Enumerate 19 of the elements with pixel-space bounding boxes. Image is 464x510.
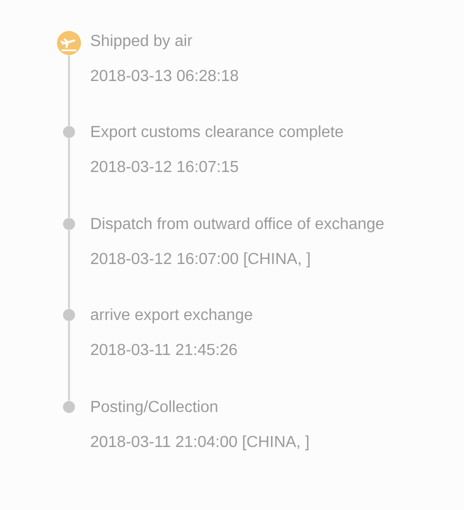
timeline-dot [63,218,75,230]
status-text: arrive export exchange [90,308,252,324]
timeline-dot [63,401,75,413]
timeline-dot [63,309,75,321]
status-text: Export customs clearance complete [92,125,343,140]
timeline-line [68,55,70,126]
status-text: Posting/Collection [92,400,218,416]
timeline-line [68,230,70,309]
timeline-dot [63,126,75,138]
timestamp-text: 2018-03-13 06:28:18 [91,70,238,82]
timestamp-text: 2018-03-12 16:07:15 [91,160,238,172]
timestamp-text: 2018-03-12 16:07:00 [CHINA, ] [91,252,310,268]
plane-icon [57,31,81,55]
timeline-line [68,138,70,218]
timestamp-text: 2018-03-11 21:04:00 [CHINA, ] [91,435,308,450]
timestamp-text: 2018-03-11 21:45:26 [91,344,237,356]
status-text: Dispatch from outward office of exchange [92,217,384,232]
status-text: Shipped by air [90,34,192,50]
timeline-line [68,321,70,401]
